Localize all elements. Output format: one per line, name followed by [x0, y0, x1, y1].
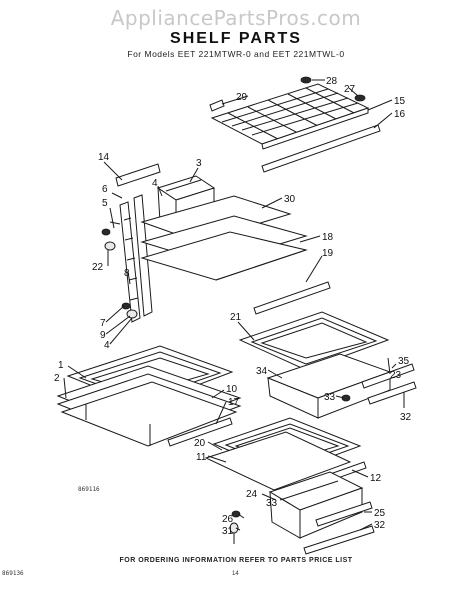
callout-1: 1 [58, 360, 64, 371]
drawer-hardware [229, 510, 241, 544]
lower-crisper-cover [204, 417, 362, 491]
callout-9: 9 [100, 330, 106, 341]
callout-31: 31 [222, 526, 234, 537]
callout-17: 17 [228, 397, 240, 408]
callout-14: 14 [98, 152, 110, 163]
right-crisper-cover [238, 311, 390, 371]
lower-crisper-drawer [268, 471, 364, 539]
callout-3: 3 [196, 158, 202, 169]
callout-15: 15 [394, 96, 406, 107]
wire-shelf [210, 83, 381, 173]
drawer-front-bars [361, 363, 417, 405]
callout-8: 8 [124, 268, 130, 279]
callout-5: 5 [102, 198, 108, 209]
callout-19: 19 [322, 248, 334, 259]
callout-18: 18 [322, 232, 334, 243]
lower-drawer-bars [303, 501, 375, 555]
leader-lines [63, 79, 405, 531]
callout-29: 29 [236, 92, 248, 103]
callout-28: 28 [326, 76, 338, 87]
callout-6: 6 [102, 184, 108, 195]
callout-10: 10 [226, 384, 238, 395]
callout-2: 2 [54, 373, 60, 384]
callout-35: 35 [398, 356, 410, 367]
callout-22: 22 [92, 262, 104, 273]
glass-shelf [140, 195, 308, 281]
watermark: AppliancePartsPros.com [110, 6, 362, 30]
callout-11: 11 [196, 452, 207, 463]
figure-code: 869116 [78, 486, 100, 493]
callout-33-upper: 33 [324, 392, 336, 403]
ordering-info-footer: FOR ORDERING INFORMATION REFER TO PARTS … [119, 557, 353, 564]
callout-21: 21 [230, 312, 242, 323]
shelf-trim-bar [253, 281, 331, 315]
callout-23: 23 [390, 370, 402, 381]
callout-34: 34 [256, 366, 268, 377]
callout-20: 20 [194, 438, 206, 449]
callout-4-lower: 4 [104, 340, 110, 351]
callout-25: 25 [374, 508, 386, 519]
page-number: 14 [232, 571, 239, 577]
callout-16: 16 [394, 109, 406, 120]
crisper-cover-trim [167, 417, 233, 447]
left-crisper-cover [56, 345, 242, 447]
rail-hardware [101, 228, 138, 319]
callout-30: 30 [284, 194, 296, 205]
callout-numbers: 14 3 4 6 5 22 8 7 9 4 29 28 27 15 16 30 … [54, 76, 412, 537]
diagram-title: SHELF PARTS [170, 30, 302, 47]
callout-27: 27 [344, 84, 356, 95]
shelf-clips [300, 76, 366, 102]
callout-32-lower: 32 [374, 520, 386, 531]
callout-33-lower: 33 [266, 498, 278, 509]
callout-12: 12 [370, 473, 382, 484]
shelf-support-rail [115, 163, 161, 323]
shelf-bracket-left [209, 99, 225, 112]
model-subtitle: For Models EET 221MTWR-0 and EET 221MTWL… [127, 49, 345, 59]
callout-32-upper: 32 [400, 412, 412, 423]
callout-26: 26 [222, 514, 234, 525]
right-crisper-drawer [266, 353, 392, 419]
callout-7: 7 [100, 318, 106, 329]
callout-4-upper: 4 [152, 178, 158, 189]
callout-24: 24 [246, 489, 258, 500]
side-code: 869136 [2, 570, 24, 577]
